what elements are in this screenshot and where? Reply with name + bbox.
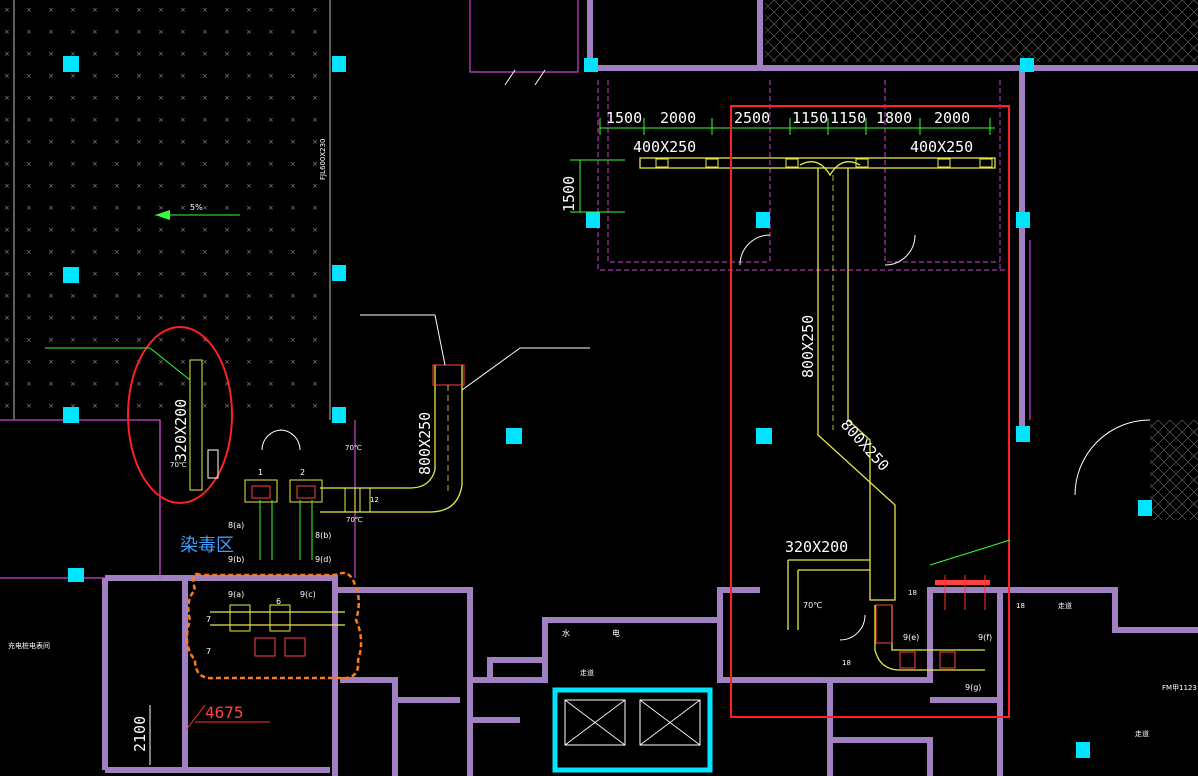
num-1: 1 — [258, 468, 263, 477]
slope-indicator: 5% — [155, 203, 240, 220]
branch-duct-bottom: 320X200 70℃ — [785, 538, 985, 671]
vertical-duct-center: 800X250 12 70℃ 70℃ — [320, 314, 590, 524]
num-6: 6 — [276, 597, 281, 606]
vertical-duct-right: 800X250 800X250 — [799, 161, 896, 560]
elevator-shaft — [552, 687, 713, 773]
valve-9b: 9(b) — [228, 555, 244, 564]
dimension-vertical-left: 1500 — [560, 159, 625, 213]
room-label-corridor-2: 走道 — [1058, 601, 1072, 610]
dim-2100: 2100 — [131, 716, 149, 752]
valve-9d: 9(d) — [315, 555, 331, 564]
dim-2000-a: 2000 — [660, 109, 696, 127]
circled-duct-left: 320X200 70℃ — [45, 326, 233, 504]
parking-hatch-area — [0, 0, 331, 420]
dashed-room-outline — [597, 80, 1008, 271]
highlight-rectangle — [730, 105, 1010, 718]
door-code-fm: FM甲1123 — [1162, 684, 1197, 692]
door-arcs — [261, 69, 1151, 641]
duct-label-320x200-circled: 320X200 — [172, 399, 190, 462]
temp-label-70-a: 70℃ — [345, 444, 362, 452]
num-7-a: 7 — [206, 615, 211, 624]
duct-label-400x250-left: 400X250 — [633, 138, 696, 156]
num-18-a: 18 — [908, 589, 917, 597]
valve-8b: 8(b) — [315, 531, 331, 540]
num-7-b: 7 — [206, 647, 211, 656]
room-label-corridor-3: 走道 — [1135, 729, 1149, 738]
red-dimension-4675: 4675 — [185, 703, 270, 731]
temp-label-70-b: 70℃ — [346, 516, 363, 524]
diamond-hatch-area — [765, 0, 1198, 520]
equipment-cluster-left: 1 2 8(a) 8(b) 9(b) 9(d) 9(a) 9(c) 7 7 6 — [206, 468, 345, 657]
num-18-c: 18 — [842, 659, 851, 667]
room-label-elec: 电 — [612, 628, 620, 638]
num-2: 2 — [300, 468, 305, 477]
duct-label-800x250-center: 800X250 — [416, 412, 434, 475]
dim-1150-b: 1150 — [830, 109, 866, 127]
dim-1150-a: 1150 — [792, 109, 828, 127]
room-label-stair: 充电桩电表间 — [8, 641, 50, 650]
duct-label-400x250-right: 400X250 — [910, 138, 973, 156]
zone-label: 染毒区 — [180, 535, 234, 556]
duct-label-800x250-vertical: 800X250 — [799, 315, 817, 378]
dimension-2100: 2100 — [131, 705, 151, 765]
valve-9e: 9(e) — [903, 633, 919, 642]
dim-1800: 1800 — [876, 109, 912, 127]
thin-outlines — [0, 0, 1031, 579]
temp-label-70-right: 70℃ — [803, 601, 822, 610]
num-18-b: 18 — [1016, 602, 1025, 610]
columns — [63, 56, 1152, 758]
slope-label: 5% — [190, 203, 203, 212]
temp-label-70-c: 70℃ — [170, 461, 187, 469]
room-label-corridor-1: 走道 — [580, 668, 594, 677]
main-duct-top: 400X250 400X250 — [633, 138, 996, 169]
orange-highlight — [185, 571, 363, 680]
walls — [102, 0, 1198, 776]
num-12: 12 — [370, 496, 379, 504]
equipment-cluster-right: 9(e) 9(f) 9(g) 18 18 18 — [842, 539, 1025, 692]
dim-2000-b: 2000 — [934, 109, 970, 127]
valve-8a: 8(a) — [228, 521, 244, 530]
room-label-water: 水 — [562, 628, 570, 638]
valve-9a: 9(a) — [228, 590, 244, 599]
red-annotation-4675: 4675 — [205, 703, 244, 722]
dim-1500: 1500 — [606, 109, 642, 127]
valve-9c: 9(c) — [300, 590, 316, 599]
dim-1500-vertical: 1500 — [560, 176, 578, 212]
duct-label-800x250-diagonal: 800X250 — [837, 416, 893, 475]
duct-label-320x200-bottom: 320X200 — [785, 538, 848, 556]
valve-9g: 9(g) — [965, 683, 981, 692]
valve-9f: 9(f) — [978, 633, 992, 642]
dim-2500: 2500 — [734, 109, 770, 127]
dimension-chain-top: 1500 2000 2500 1150 1150 1800 2000 — [599, 109, 995, 135]
vertical-fj-text: FJL600X230 — [319, 138, 327, 180]
